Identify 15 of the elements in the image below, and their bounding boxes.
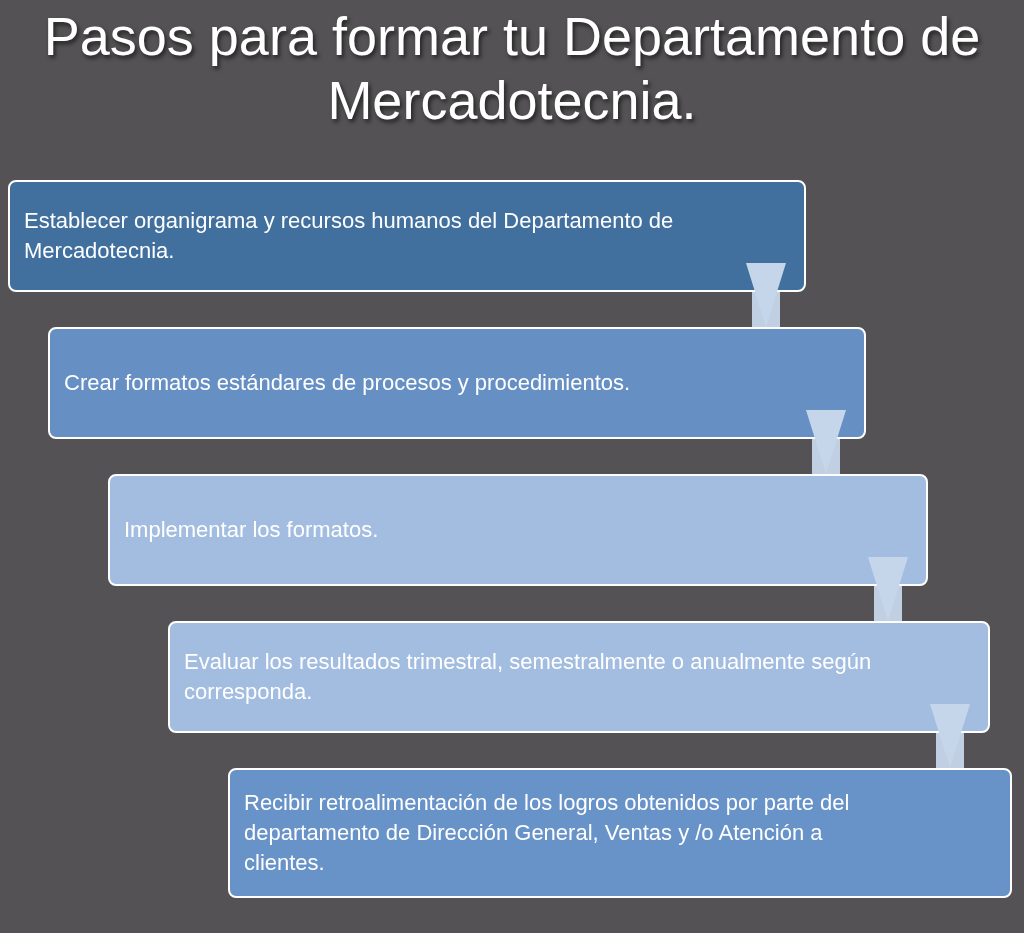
step-box bbox=[168, 621, 990, 733]
down-arrow bbox=[746, 263, 786, 327]
step-text: Crear formatos estándares de procesos y procedimientos. bbox=[64, 369, 631, 397]
step-text: Recibir retroalimentación de los logros obtenidos por parte del departamento de Dirección General, Ventas y /o Atención a clientes. bbox=[244, 789, 851, 877]
down-arrow bbox=[868, 557, 908, 621]
step-text: Evaluar los resultados trimestral, semestralmente o anualmente según corresponda. bbox=[184, 648, 873, 706]
step-box bbox=[8, 180, 806, 292]
title: Pasos para formar tu Departamento de Mercadotecnia. bbox=[42, 5, 982, 132]
step-text: Implementar los formatos. bbox=[124, 516, 379, 544]
step-text: Establecer organigrama y recursos humanos del Departamento de Mercadotecnia. bbox=[24, 207, 675, 265]
down-arrow bbox=[806, 410, 846, 474]
down-arrow bbox=[930, 704, 970, 768]
step-box bbox=[48, 327, 866, 439]
step-box bbox=[228, 768, 1012, 898]
step-box bbox=[108, 474, 928, 586]
